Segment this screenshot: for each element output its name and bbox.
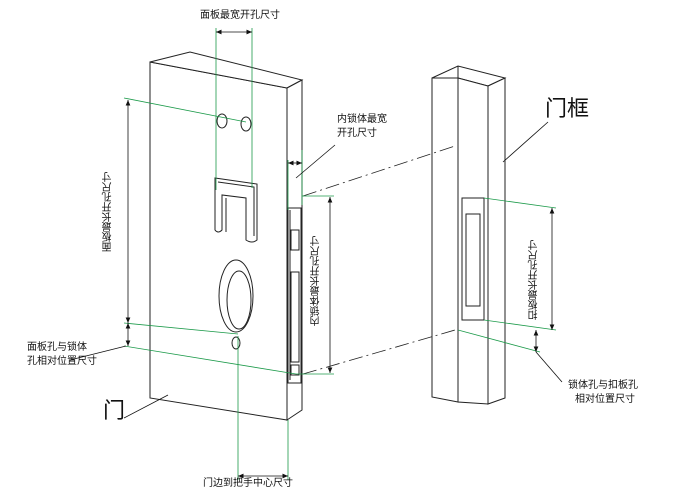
panel-lock-rel-label-2: 孔相对位置尺寸 [27, 356, 97, 367]
strike-longest-label: 扣板最长开孔尺寸 [529, 240, 540, 320]
door-frame-label: 门框 [545, 97, 590, 122]
leader-lines [69, 121, 563, 419]
panel-lock-rel-label-1: 面板孔与锁体 [27, 342, 87, 353]
lock-strike-rel-label-1: 锁体孔与扣板孔 [568, 380, 638, 391]
inner-widest-label-2: 开孔尺寸 [337, 128, 377, 139]
door-label: 门 [103, 399, 126, 424]
panel-widest-label: 面板最宽开孔尺寸 [200, 10, 280, 21]
dimension-lines [123, 28, 557, 480]
panel-longest-label: 面板最长开孔尺寸 [103, 172, 114, 252]
inner-longest-label: 内锁体最长开孔尺寸 [311, 236, 322, 326]
dimension-arrows [125, 29, 555, 479]
inner-widest-label-1: 内锁体最宽 [337, 114, 387, 125]
lock-strike-rel-label-2: 相对位置尺寸 [575, 394, 635, 405]
door-edge-handle-label: 门边到把手中心尺寸 [203, 478, 293, 489]
door-frame [431, 65, 507, 405]
